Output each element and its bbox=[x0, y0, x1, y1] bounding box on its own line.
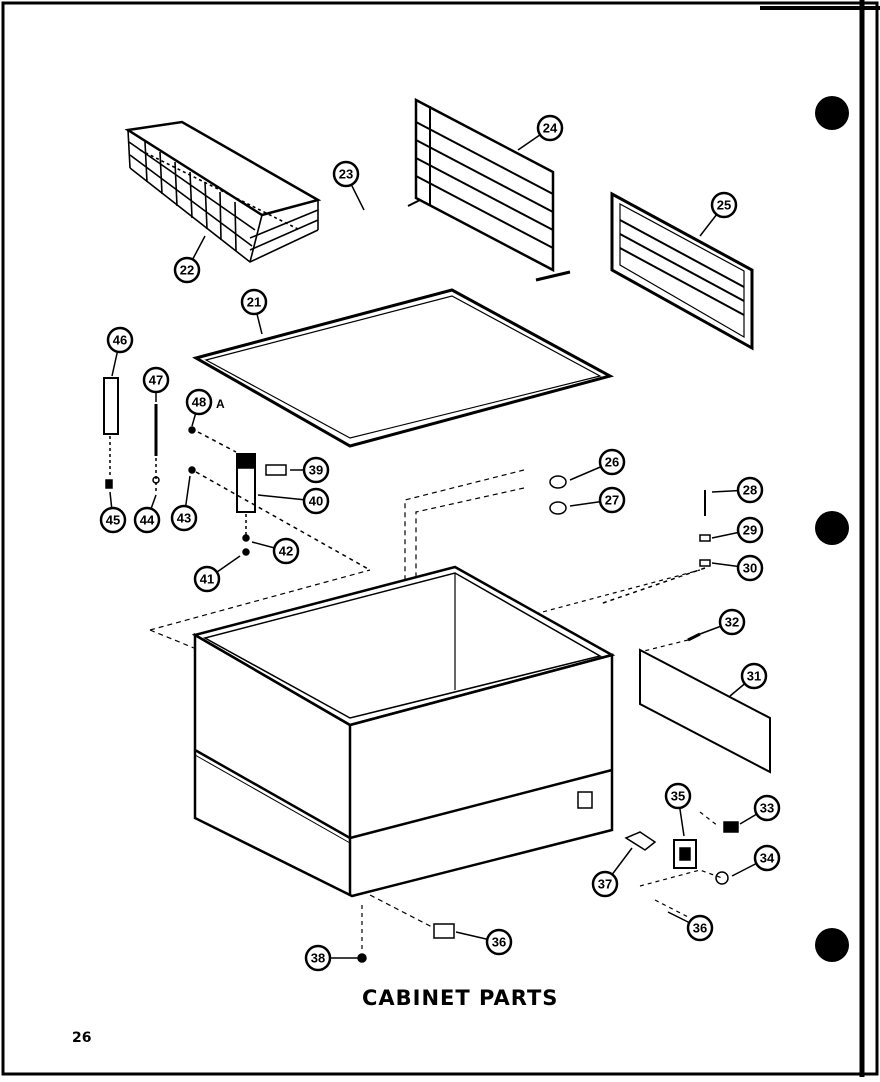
divider-shelf bbox=[407, 97, 571, 282]
callout-suffix-letter: A bbox=[216, 397, 225, 411]
callout-number-34: 34 bbox=[760, 851, 775, 866]
wire-basket bbox=[124, 120, 322, 263]
callout-bubble-36 bbox=[686, 914, 714, 942]
callout-bubble-47 bbox=[142, 366, 170, 394]
callout-number-43: 43 bbox=[177, 511, 191, 526]
callout-number-39: 39 bbox=[309, 463, 323, 478]
callout-number-38: 38 bbox=[311, 951, 325, 966]
callout-number-48: 48 bbox=[192, 395, 206, 410]
callout-number-44: 44 bbox=[140, 513, 155, 528]
callout-number-46: 46 bbox=[113, 333, 127, 348]
callout-number-23: 23 bbox=[339, 167, 353, 182]
callout-number-22: 22 bbox=[180, 263, 194, 278]
callout-bubble-41 bbox=[193, 565, 221, 593]
callout-bubble-27 bbox=[598, 486, 626, 514]
callout-bubble-48 bbox=[185, 388, 213, 416]
callout-number-21: 21 bbox=[247, 295, 261, 310]
diagram-title: CABINET PARTS bbox=[362, 986, 559, 1010]
callout-group: 21 22 23 24 25 26 27 28 29 30 31 32 33 34 35 36 36 37 38 39… bbox=[99, 114, 781, 972]
callout-number-29: 29 bbox=[743, 523, 757, 538]
callout-number-24: 24 bbox=[543, 121, 558, 136]
callout-number-25: 25 bbox=[717, 198, 731, 213]
callout-number-42: 42 bbox=[279, 544, 293, 559]
callout-bubble-25 bbox=[710, 191, 738, 219]
callout-bubble-37 bbox=[591, 870, 619, 898]
page-number: 26 bbox=[72, 1030, 92, 1046]
callout-bubble-22 bbox=[173, 256, 201, 284]
callout-bubble-28 bbox=[736, 476, 764, 504]
callout-bubble-32 bbox=[718, 608, 746, 636]
callout-bubble-31 bbox=[740, 662, 768, 690]
rear-panel bbox=[610, 191, 754, 351]
callout-bubble-24 bbox=[536, 114, 564, 142]
callout-bubble-23 bbox=[332, 160, 360, 188]
callout-number-32: 32 bbox=[725, 615, 739, 630]
callout-number-30: 30 bbox=[743, 561, 757, 576]
callout-number-27: 27 bbox=[605, 493, 619, 508]
callout-bubble-44 bbox=[133, 506, 161, 534]
callout-bubble-29 bbox=[736, 516, 764, 544]
callout-number-31: 31 bbox=[747, 669, 761, 684]
binder-hole-marks bbox=[815, 96, 849, 962]
cabinet-box bbox=[191, 565, 616, 898]
lid-gasket-frame bbox=[192, 288, 615, 448]
callout-number-26: 26 bbox=[605, 455, 619, 470]
callout-bubble-45 bbox=[99, 506, 127, 534]
callout-bubble-26 bbox=[598, 448, 626, 476]
callout-bubble-21 bbox=[240, 288, 268, 316]
callout-number-45: 45 bbox=[106, 513, 120, 528]
callout-bubble-36 bbox=[485, 928, 513, 956]
callout-number-36: 36 bbox=[492, 935, 506, 950]
callout-bubble-46 bbox=[106, 326, 134, 354]
callout-number-41: 41 bbox=[200, 572, 214, 587]
callout-bubble-33 bbox=[753, 794, 781, 822]
callout-number-40: 40 bbox=[309, 494, 323, 509]
callout-number-47: 47 bbox=[149, 373, 163, 388]
hardware-parts bbox=[103, 377, 739, 963]
callout-bubble-30 bbox=[736, 554, 764, 582]
callout-number-28: 28 bbox=[743, 483, 757, 498]
callout-number-33: 33 bbox=[760, 801, 774, 816]
callout-bubble-43 bbox=[170, 504, 198, 532]
callout-bubble-35 bbox=[664, 782, 692, 810]
access-panel bbox=[639, 648, 771, 774]
callout-bubble-34 bbox=[753, 844, 781, 872]
leader-lines bbox=[149, 469, 723, 952]
callout-number-37: 37 bbox=[598, 877, 612, 892]
callout-bubble-42 bbox=[272, 537, 300, 565]
callout-bubble-38 bbox=[304, 944, 332, 972]
callout-bubble-40 bbox=[302, 487, 330, 515]
callout-number-36: 36 bbox=[693, 921, 707, 936]
callout-bubble-39 bbox=[302, 456, 330, 484]
callout-number-35: 35 bbox=[671, 789, 685, 804]
